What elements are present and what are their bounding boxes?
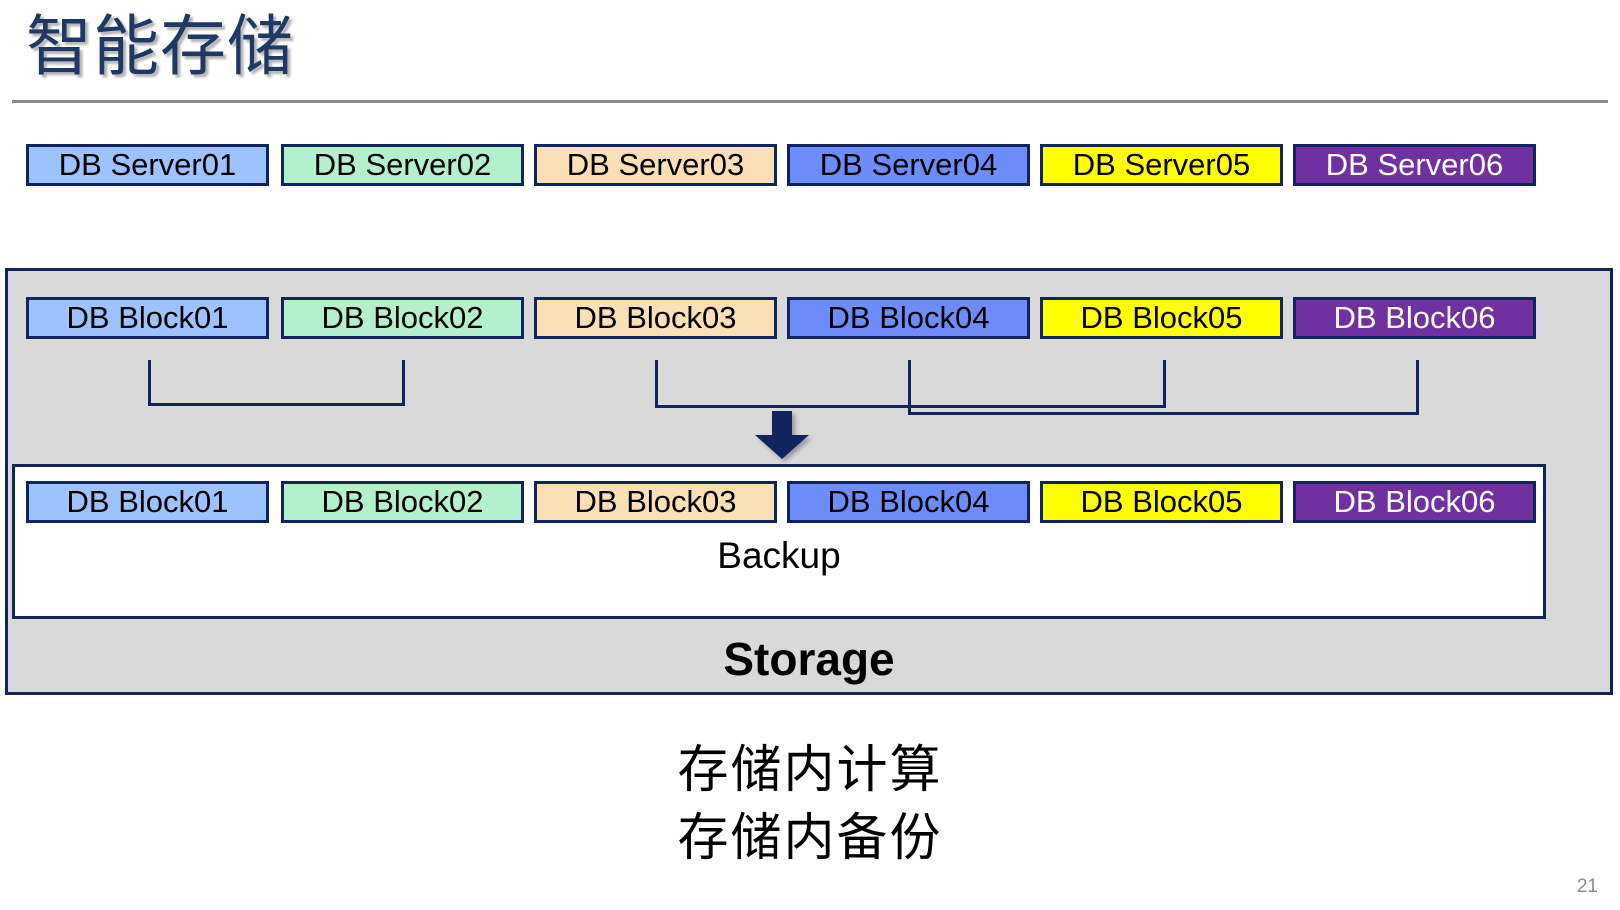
page-title: 智能存储 bbox=[26, 9, 294, 83]
block01-to-block02-right-leg bbox=[402, 360, 405, 406]
db-server-box-3[interactable]: DB Server03 bbox=[534, 144, 777, 186]
block01-to-block02-left-leg bbox=[148, 360, 151, 406]
db-server-box-4[interactable]: DB Server04 bbox=[787, 144, 1030, 186]
db-block-box-primary-6[interactable]: DB Block06 bbox=[1293, 297, 1536, 339]
block03-to-block05-left-leg bbox=[655, 360, 658, 408]
backup-label: Backup bbox=[717, 535, 841, 576]
copy-down-arrow bbox=[755, 411, 809, 459]
block04-to-block06-right-leg bbox=[1416, 360, 1419, 415]
db-server-box-1[interactable]: DB Server01 bbox=[26, 144, 269, 186]
block03-to-block05-right-leg bbox=[1163, 360, 1166, 408]
db-block-box-backup-6[interactable]: DB Block06 bbox=[1293, 481, 1536, 523]
db-server-box-6[interactable]: DB Server06 bbox=[1293, 144, 1536, 186]
block01-to-block02-bar bbox=[148, 403, 405, 406]
storage-label: Storage bbox=[723, 633, 895, 685]
db-block-box-backup-4[interactable]: DB Block04 bbox=[787, 481, 1030, 523]
db-block-box-primary-4[interactable]: DB Block04 bbox=[787, 297, 1030, 339]
db-block-box-backup-5[interactable]: DB Block05 bbox=[1040, 481, 1283, 523]
backup-container: Backup bbox=[12, 464, 1546, 619]
title-divider bbox=[12, 100, 1608, 103]
db-block-box-primary-2[interactable]: DB Block02 bbox=[281, 297, 524, 339]
page-number: 21 bbox=[1576, 876, 1598, 897]
block04-to-block06-left-leg bbox=[908, 360, 911, 415]
db-block-box-backup-2[interactable]: DB Block02 bbox=[281, 481, 524, 523]
block04-to-block06-bar bbox=[908, 412, 1419, 415]
db-block-box-backup-1[interactable]: DB Block01 bbox=[26, 481, 269, 523]
db-server-box-2[interactable]: DB Server02 bbox=[281, 144, 524, 186]
db-block-box-primary-5[interactable]: DB Block05 bbox=[1040, 297, 1283, 339]
db-block-box-primary-1[interactable]: DB Block01 bbox=[26, 297, 269, 339]
db-block-box-primary-3[interactable]: DB Block03 bbox=[534, 297, 777, 339]
caption-in-storage-compute: 存储内计算 bbox=[677, 741, 943, 798]
db-server-box-5[interactable]: DB Server05 bbox=[1040, 144, 1283, 186]
db-block-box-backup-3[interactable]: DB Block03 bbox=[534, 481, 777, 523]
caption-in-storage-backup: 存储内备份 bbox=[677, 809, 943, 866]
